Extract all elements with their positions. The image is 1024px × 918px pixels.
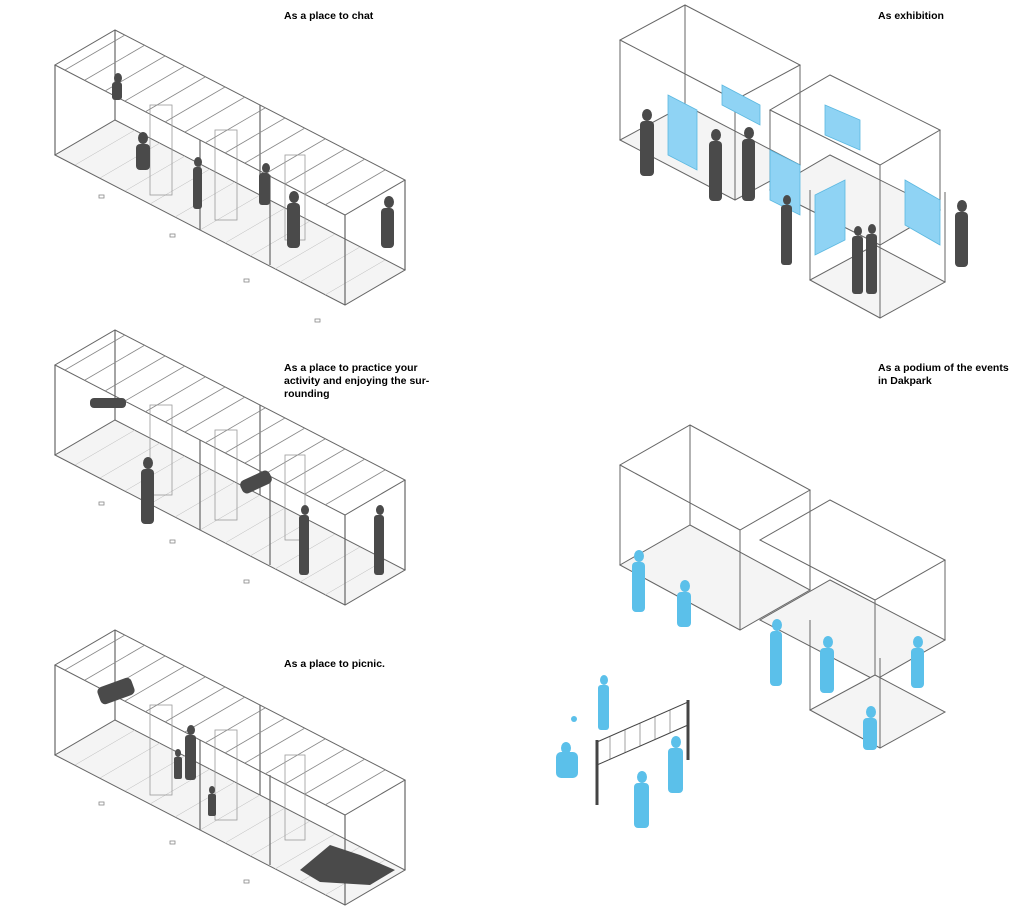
caption-picnic: As a place to picnic. [284, 658, 385, 670]
people-picnic [97, 677, 395, 885]
people-activity [90, 398, 384, 575]
pavilion-activity [54, 329, 406, 606]
pavilion-podium [618, 424, 947, 749]
caption-activity: As a place to practice your activity and… [284, 362, 430, 400]
people-chat [112, 73, 394, 248]
caption-podium: As a podium of the events in Dakpark [878, 362, 1009, 387]
people-exhibition [640, 109, 968, 294]
people-podium [556, 550, 924, 828]
exhibition-panels [667, 84, 941, 256]
pavilion-chat [54, 29, 406, 306]
caption-chat: As a place to chat [284, 10, 374, 22]
caption-exhibition: As exhibition [878, 10, 944, 22]
volleyball-net [595, 700, 690, 805]
